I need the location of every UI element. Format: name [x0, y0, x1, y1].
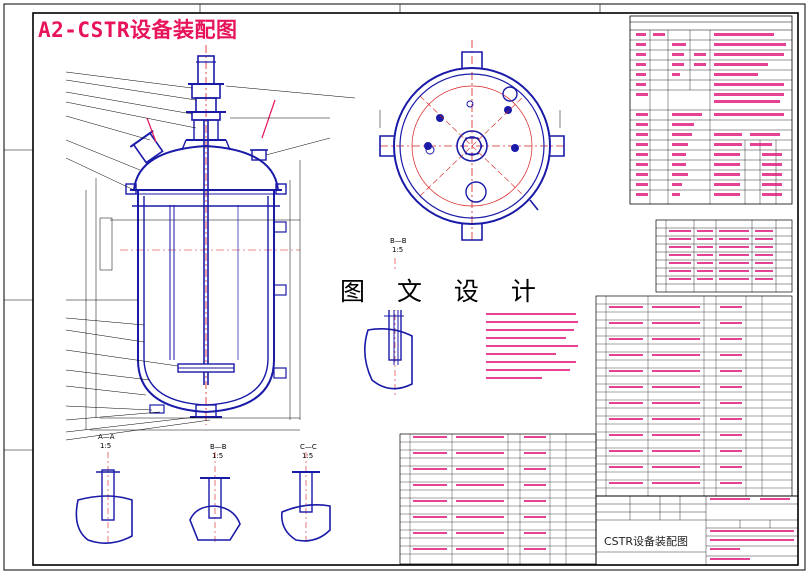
reactor-plan-view — [379, 40, 566, 241]
section-label-b-b-right: B—B — [390, 237, 407, 245]
section-label-c-c: C—C — [300, 443, 317, 451]
title-block — [595, 495, 799, 566]
nozzle-table — [655, 219, 793, 293]
section-label-b-b: B—B — [210, 443, 227, 451]
parts-list-table — [595, 295, 793, 497]
section-b-b — [189, 452, 241, 545]
technical-requirements — [486, 303, 578, 379]
section-c-c — [280, 452, 331, 545]
section-label-a-a: A—A — [98, 433, 115, 441]
technical-spec-table — [629, 15, 793, 205]
title-block-name: CSTR设备装配图 — [604, 535, 689, 548]
section-scale-b-b: 1:5 — [212, 452, 224, 460]
parts-list-lower — [399, 433, 597, 565]
watermark-text: 图 文 设 计 — [334, 270, 554, 310]
page-title: A2-CSTR设备装配图 — [38, 18, 238, 42]
section-scale-c-c: 1:5 — [302, 452, 314, 460]
section-scale-b-b-right: 1:5 — [392, 246, 404, 254]
section-scale-a-a: 1:5 — [100, 442, 112, 450]
reactor-elevation-view — [65, 45, 356, 441]
section-a-a — [75, 452, 133, 545]
drawing-frame — [3, 3, 806, 571]
